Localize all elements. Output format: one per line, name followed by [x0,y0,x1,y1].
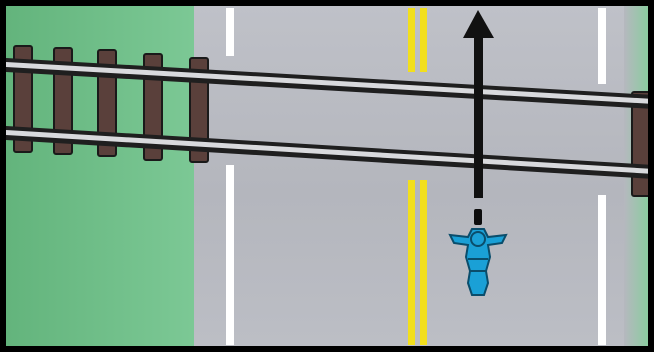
lane-line-left-bottom [226,165,234,345]
lane-line-left-top [226,8,234,56]
lane-line-right-top [598,8,606,84]
lane-line-right-bottom [598,195,606,345]
